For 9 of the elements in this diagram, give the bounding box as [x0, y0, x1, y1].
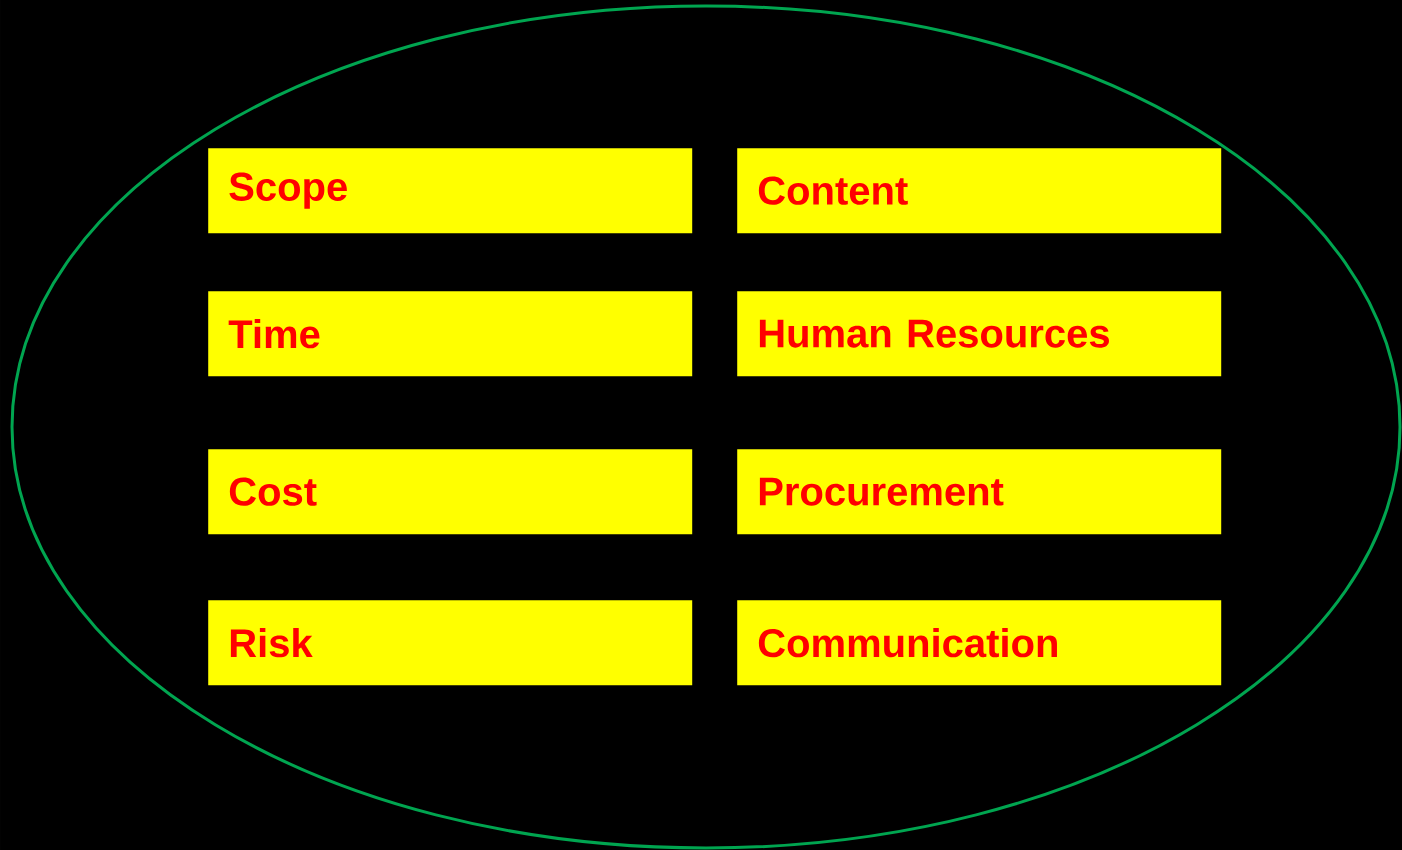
label-box: Time: [208, 291, 693, 377]
label-box: Human Resources: [737, 291, 1222, 377]
label-box: Procurement: [737, 449, 1222, 535]
label-box: Communication: [737, 600, 1222, 686]
ellipse-outline: [10, 4, 1402, 850]
label-box: Cost: [208, 449, 693, 535]
label-box: Scope: [208, 148, 693, 234]
label-box: Content: [737, 148, 1222, 234]
label-box: Risk: [208, 600, 693, 686]
